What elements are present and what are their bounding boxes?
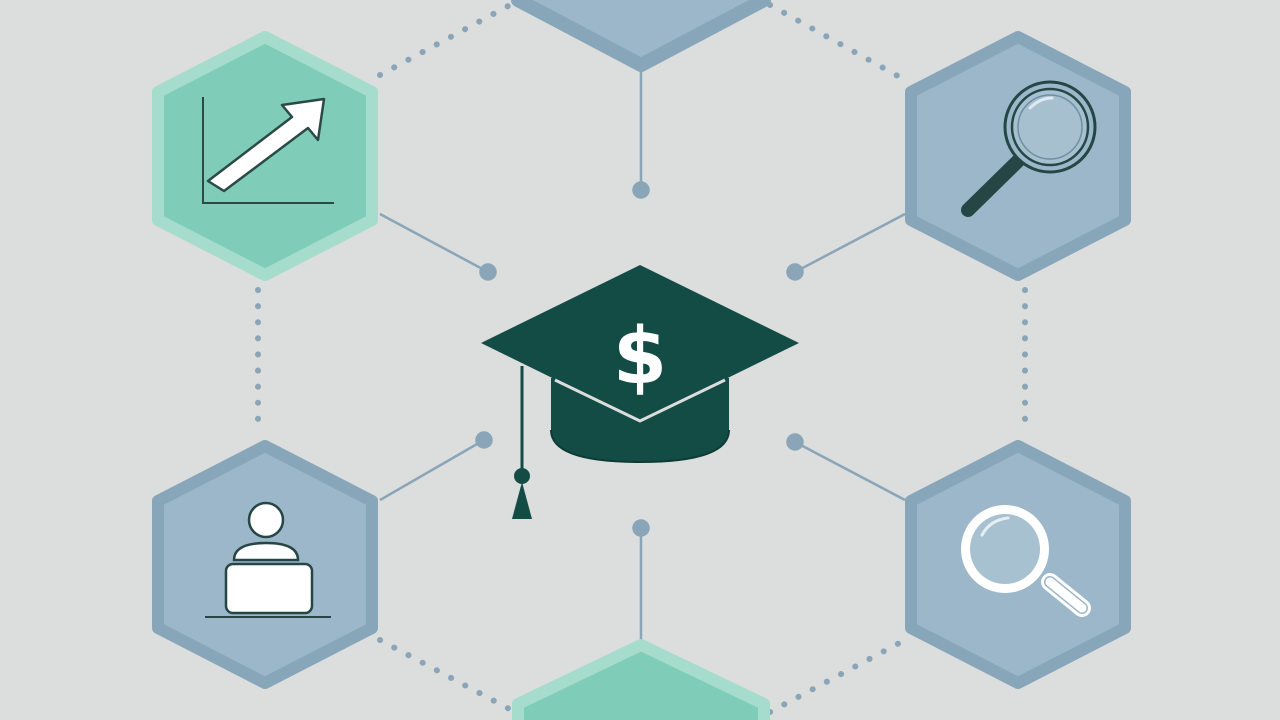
magnifying-glass-icon [961,80,1097,217]
hexagon-top [511,0,771,72]
person-at-laptop-icon [205,501,331,618]
search-icon [961,505,1091,617]
hexagon-bottom [512,639,770,720]
dollar-sign: $ [613,312,667,402]
dotted-ring [255,2,1028,715]
hexagon-growth-chart [152,31,378,281]
hexagon-magnifier [905,31,1131,281]
hexagon-search [905,440,1131,689]
spoke-connectors [379,62,906,650]
growth-chart-icon [202,97,334,204]
graduation-cap-dollar-icon: $ [481,265,799,519]
hexagon-person-laptop [152,440,378,689]
